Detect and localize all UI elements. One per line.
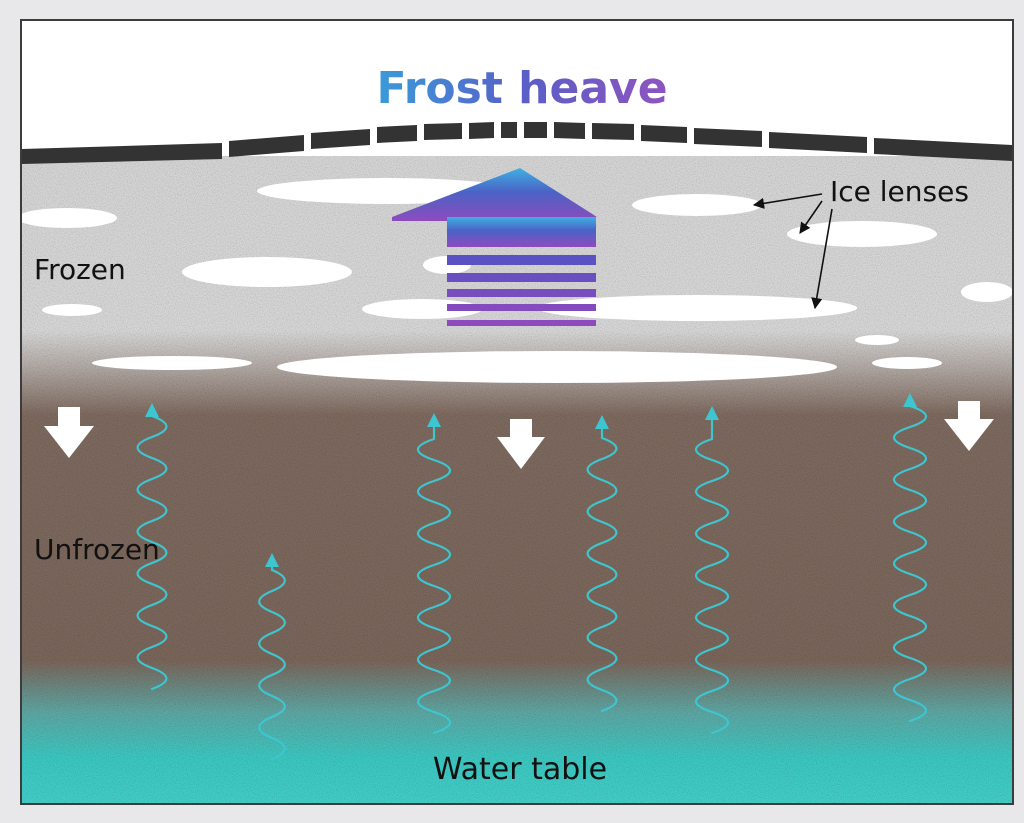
water-squiggle: [694, 414, 730, 735]
ice-lenses-label: Ice lenses: [830, 175, 969, 208]
pavement-layer: [22, 122, 1012, 164]
down-arrow-icon: [944, 401, 994, 451]
soil-profile: [22, 156, 1012, 803]
up-arrowhead-icon: [265, 553, 279, 567]
heave-arrow: [392, 168, 597, 326]
freezing-front-arrows: [44, 401, 994, 469]
up-arrowhead-icon: [903, 393, 917, 407]
diagram-title: Frost heave: [376, 63, 667, 114]
frozen-label: Frozen: [34, 253, 126, 286]
water-squiggle: [586, 423, 618, 713]
frost-heave-diagram: Frost heave Frozen Unfrozen Ice lenses W…: [20, 19, 1014, 805]
unfrozen-label: Unfrozen: [34, 533, 160, 566]
up-arrowhead-icon: [145, 403, 159, 417]
water-squiggle: [416, 421, 452, 735]
up-arrowhead-icon: [705, 406, 719, 420]
water-squiggle: [136, 411, 168, 691]
ice-lenses: [22, 178, 1012, 383]
up-arrowhead-icon: [427, 413, 441, 427]
up-arrowhead-icon: [595, 415, 609, 429]
down-arrow-icon: [44, 407, 94, 458]
water-migration-arrows: [136, 393, 928, 761]
water-squiggle: [258, 561, 286, 761]
ice-lens-leaders: [752, 193, 833, 310]
diagram-canvas: Frost heave Frozen Unfrozen Ice lenses W…: [22, 63, 1012, 803]
water-table-label: Water table: [433, 752, 607, 787]
water-squiggle: [892, 401, 928, 723]
down-arrow-icon: [497, 419, 545, 469]
